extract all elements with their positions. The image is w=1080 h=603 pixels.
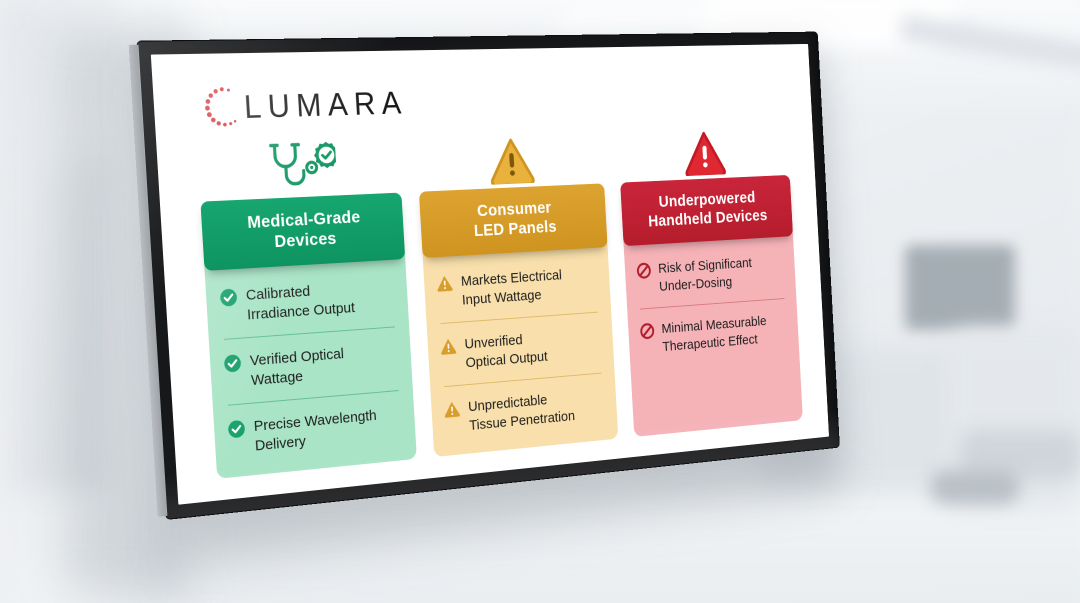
column-header-medical-grade: Medical-Grade Devices (200, 192, 406, 272)
warning-triangle-small-icon (444, 400, 461, 418)
list-item[interactable]: Verified Optical Wattage (223, 339, 400, 392)
check-circle-icon (219, 288, 238, 308)
list-item[interactable]: Risk of Significant Under-Dosing (635, 251, 785, 297)
list-item-line1: Risk of Significant (657, 255, 753, 277)
list-item-line1: Calibrated (245, 283, 311, 305)
list-divider (444, 372, 602, 388)
comparison-columns: Medical-Grade Devices (185, 118, 806, 480)
column-body-medical-grade: Calibrated Irradiance Output (204, 253, 418, 479)
column-body-underpowered-handheld: Risk of Significant Under-Dosing (623, 231, 803, 437)
danger-triangle-icon (617, 120, 790, 182)
list-item[interactable]: Precise Wavelength Delivery (227, 402, 404, 458)
list-item-text: Risk of Significant Under-Dosing (658, 255, 753, 296)
column-header-underpowered-handheld: Underpowered Handheld Devices (619, 174, 794, 247)
check-circle-icon (227, 419, 246, 439)
list-item-text: Unverified Optical Output (464, 329, 548, 372)
column-medical-grade[interactable]: Medical-Grade Devices (197, 133, 418, 479)
check-circle-icon (223, 354, 242, 374)
list-item-line1: Verified Optical (249, 345, 345, 370)
list-item[interactable]: Markets Electrical Input Wattage (436, 263, 599, 312)
list-item[interactable]: Minimal Measurable Therapeutic Effect (639, 310, 789, 358)
list-item-line2: Under-Dosing (658, 274, 733, 295)
list-item-line1: Precise Wavelength (253, 407, 378, 435)
list-divider (440, 311, 598, 325)
list-item[interactable]: Calibrated Irradiance Output (219, 275, 396, 326)
list-item-line2: Wattage (250, 367, 304, 389)
list-item-line1: Markets Electrical (460, 267, 563, 290)
list-item-text: Markets Electrical Input Wattage (460, 267, 563, 310)
list-item-text: Precise Wavelength Delivery (253, 406, 378, 455)
warning-triangle-small-icon (436, 274, 454, 292)
list-item-text: Unpredictable Tissue Penetration (468, 389, 576, 435)
list-item-line2: Input Wattage (461, 286, 542, 309)
list-item[interactable]: Unpredictable Tissue Penetration (443, 384, 605, 437)
list-item-text: Calibrated Irradiance Output (245, 280, 355, 325)
column-body-consumer-led: Markets Electrical Input Wattage (422, 241, 619, 458)
warning-triangle-icon (416, 126, 604, 191)
list-item-line2: Delivery (254, 432, 307, 454)
list-divider (639, 298, 785, 310)
list-divider (227, 390, 400, 406)
wall-monitor (905, 245, 1015, 330)
list-item-line1: Unverified (464, 332, 524, 353)
column-consumer-led[interactable]: Consumer LED Panels (416, 126, 619, 458)
logo-row: LUMARA (181, 67, 789, 138)
list-item-text: Verified Optical Wattage (249, 345, 345, 390)
warning-triangle-small-icon (440, 337, 457, 355)
dotted-arc-mark-icon (204, 87, 237, 127)
list-divider (223, 326, 396, 341)
list-item-text: Minimal Measurable Therapeutic Effect (661, 313, 768, 356)
clinic-equipment (930, 470, 1020, 504)
door-panel (10, 160, 110, 490)
column-underpowered-handheld[interactable]: Underpowered Handheld Devices (617, 120, 803, 437)
screen: LUMARA (150, 43, 829, 505)
brand-logo: LUMARA (199, 81, 408, 131)
list-item-line2: Optical Output (465, 348, 548, 371)
stethoscope-certified-icon (197, 133, 402, 201)
prohibition-icon (639, 322, 655, 340)
brand-name: LUMARA (242, 85, 409, 126)
list-item[interactable]: Unverified Optical Output (440, 324, 603, 375)
prohibition-icon (636, 262, 652, 280)
column-header-consumer-led: Consumer LED Panels (419, 182, 608, 259)
display-frame: LUMARA (128, 32, 840, 519)
